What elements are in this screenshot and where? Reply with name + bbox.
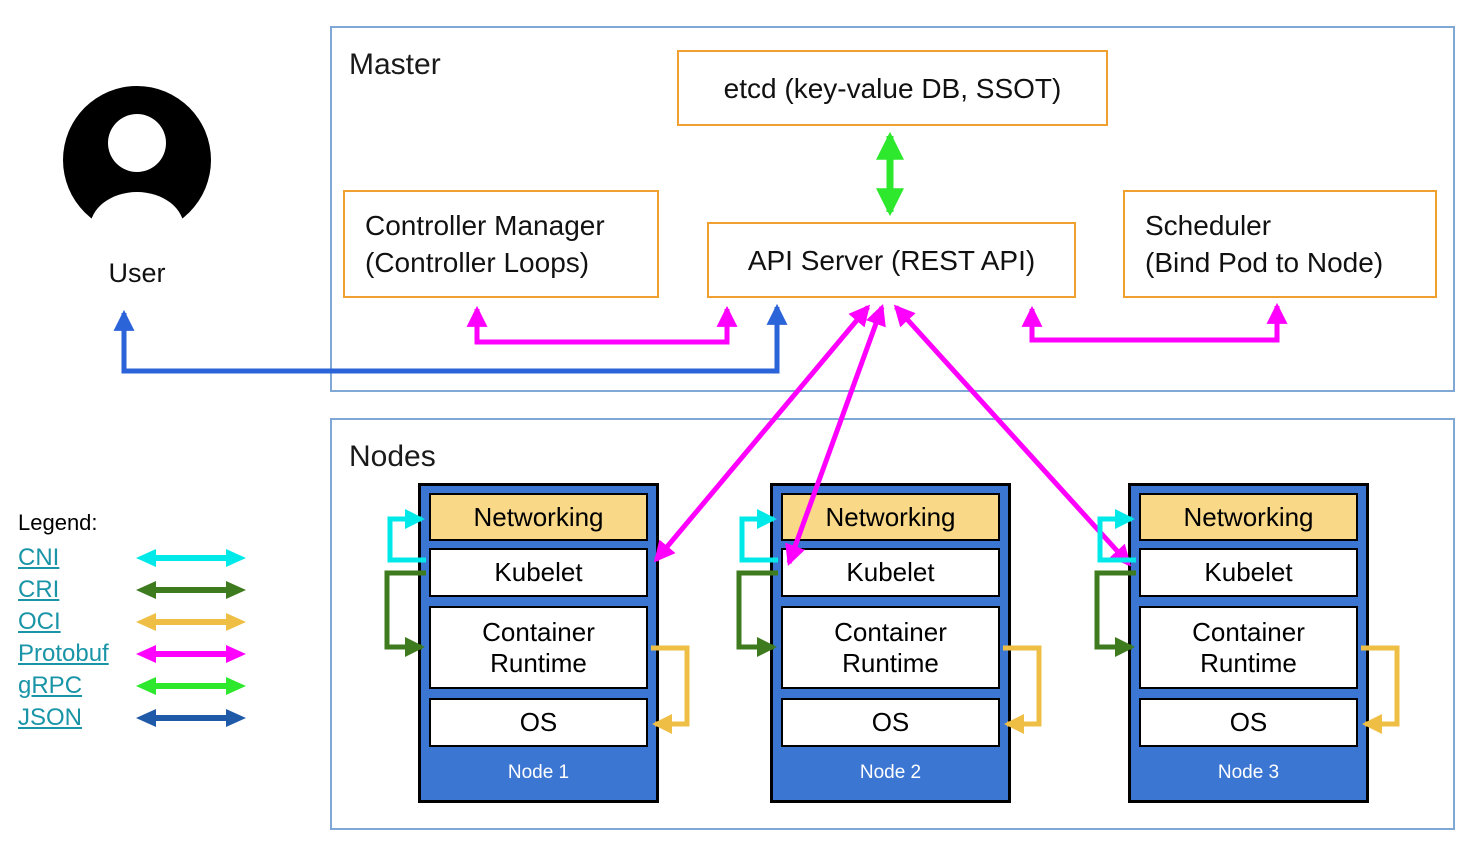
node-3-label: Node 3: [1217, 762, 1280, 783]
node-3-kubelet: Kubelet: [1139, 548, 1358, 597]
controller-manager-label: Controller Manager (Controller Loops): [365, 210, 605, 278]
legend-row-cni: CNI: [18, 542, 246, 574]
grpc-legend-arrow-icon: [136, 677, 246, 695]
cri-legend-arrow-icon: [136, 581, 246, 599]
oci-legend-arrow-icon: [136, 613, 246, 631]
node-3-networking: Networking: [1139, 493, 1358, 541]
legend-row-oci: OCI: [18, 606, 246, 638]
node-1: Networking Kubelet Container Runtime OS …: [418, 483, 659, 803]
legend-link-grpc[interactable]: gRPC: [18, 672, 83, 699]
user-label: User: [108, 258, 166, 288]
legend-link-json[interactable]: JSON: [18, 704, 83, 731]
node-1-kubelet: Kubelet: [429, 548, 648, 597]
node-2-label: Node 2: [859, 762, 922, 783]
node-2-container-runtime: Container Runtime: [781, 606, 1000, 689]
legend: Legend: CNI CRI OCI Protobuf: [18, 510, 246, 734]
protobuf-legend-arrow-icon: [136, 645, 246, 663]
legend-row-json: JSON: [18, 702, 246, 734]
node-2: Networking Kubelet Container Runtime OS …: [770, 483, 1011, 803]
legend-link-cri[interactable]: CRI: [18, 576, 60, 603]
user-icon: [63, 86, 211, 235]
node-1-os: OS: [429, 698, 648, 747]
node-3-os: OS: [1139, 698, 1358, 747]
legend-row-grpc: gRPC: [18, 670, 246, 702]
etcd-box: etcd (key-value DB, SSOT): [677, 50, 1108, 126]
node-2-os: OS: [781, 698, 1000, 747]
etcd-label: etcd (key-value DB, SSOT): [723, 72, 1062, 104]
legend-title: Legend:: [18, 510, 98, 535]
json-legend-arrow-icon: [136, 709, 246, 727]
legend-row-protobuf: Protobuf: [18, 638, 246, 670]
node-1-container-runtime: Container Runtime: [429, 606, 648, 689]
api-server-label: API Server (REST API): [747, 244, 1036, 276]
cni-legend-arrow-icon: [136, 549, 246, 567]
node-2-kubelet: Kubelet: [781, 548, 1000, 597]
node-3: Networking Kubelet Container Runtime OS …: [1128, 483, 1369, 803]
legend-link-protobuf[interactable]: Protobuf: [18, 640, 109, 667]
controller-manager-box: Controller Manager (Controller Loops): [343, 190, 659, 298]
node-1-label: Node 1: [507, 762, 570, 783]
master-container: [330, 26, 1455, 392]
nodes-container: [330, 418, 1455, 830]
master-title: Master: [349, 48, 441, 81]
legend-link-oci[interactable]: OCI: [18, 608, 61, 635]
legend-link-cni[interactable]: CNI: [18, 544, 60, 571]
scheduler-label: Scheduler (Bind Pod to Node): [1145, 210, 1384, 278]
legend-row-cri: CRI: [18, 574, 246, 606]
nodes-title: Nodes: [349, 440, 436, 473]
scheduler-box: Scheduler (Bind Pod to Node): [1123, 190, 1437, 298]
node-1-networking: Networking: [429, 493, 648, 541]
api-server-box: API Server (REST API): [707, 222, 1076, 298]
node-2-networking: Networking: [781, 493, 1000, 541]
node-3-container-runtime: Container Runtime: [1139, 606, 1358, 689]
